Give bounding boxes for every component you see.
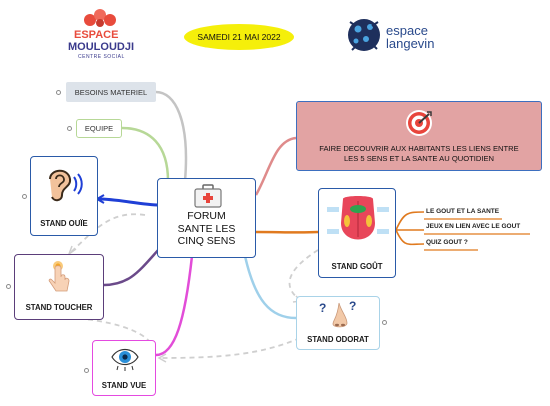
link-dashed-odorat-vue: [159, 337, 301, 359]
logo-espace-langevin: espace langevin: [344, 10, 444, 60]
eye-icon: [111, 348, 139, 371]
link-stand-oue: [97, 197, 161, 207]
flower-logo-icon: [84, 9, 116, 27]
link-gout-sub-1: [395, 211, 425, 231]
ear-icon: [49, 169, 83, 202]
gout-subtopic-2[interactable]: JEUX EN LIEN AVEC LE GOUT: [426, 223, 521, 230]
date-badge: SAMEDI 21 MAI 2022: [184, 24, 294, 50]
besoins-materiel-label: BESOINS MATERIEL: [74, 87, 148, 97]
link-stand-vue: [155, 255, 194, 357]
objectif-label: FAIRE DECOUVRIR AUX HABITANTS LES LIENS …: [319, 144, 519, 164]
logo-right-line2: langevin: [386, 36, 435, 51]
link-equipe: [121, 126, 170, 182]
link-stand-odorat: [243, 255, 297, 320]
gout-subtopic-1[interactable]: LE GOUT ET LA SANTE: [426, 208, 500, 215]
question-mark-icon: ?: [349, 299, 357, 313]
stand-toucher-label: STAND TOUCHER: [25, 303, 93, 312]
stand-oue-label: STAND OUÏE: [40, 219, 88, 228]
gout-subtopic-3[interactable]: QUIZ GOUT ?: [426, 239, 468, 246]
target-icon: [406, 110, 432, 136]
node-central-forum[interactable]: FORUM SANTE LES CINQ SENS: [157, 178, 256, 258]
question-mark-icon: ?: [319, 301, 327, 315]
tongue-icon: [327, 196, 389, 240]
link-dashed-toucher-vue: [69, 317, 151, 343]
node-equipe[interactable]: EQUIPE: [76, 119, 122, 138]
stand-gout-label: STAND GOÛT: [331, 262, 383, 271]
globe-people-icon: [348, 19, 380, 51]
first-aid-kit-icon: [194, 184, 222, 208]
collapse-dot[interactable]: [67, 126, 72, 131]
node-stand-odorat[interactable]: ? ? STAND ODORAT: [296, 296, 380, 350]
node-stand-toucher[interactable]: STAND TOUCHER: [14, 254, 104, 320]
collapse-dot[interactable]: [382, 320, 387, 325]
node-stand-gout[interactable]: STAND GOÛT: [318, 188, 396, 278]
node-stand-oue[interactable]: STAND OUÏE: [30, 156, 98, 236]
link-gout-sub-3: [395, 229, 425, 246]
logo-left-line1: ESPACE: [74, 29, 119, 41]
collapse-dot[interactable]: [56, 90, 61, 95]
link-objectif: [254, 136, 297, 196]
collapse-dot[interactable]: [84, 368, 89, 373]
logo-espace-mouloudji: ESPACE MOULOUDJI CENTRE SOCIAL: [66, 8, 138, 66]
collapse-dot[interactable]: [22, 194, 27, 199]
date-badge-text: SAMEDI 21 MAI 2022: [197, 32, 281, 42]
link-dashed-gout-odorat: [288, 249, 319, 301]
logo-left-line2: MOULOUDJI: [68, 41, 134, 53]
collapse-dot[interactable]: [6, 284, 11, 289]
node-objectif[interactable]: FAIRE DECOUVRIR AUX HABITANTS LES LIENS …: [296, 101, 542, 171]
hand-touch-icon: [48, 261, 70, 292]
stand-odorat-label: STAND ODORAT: [307, 335, 369, 344]
link-stand-toucher: [103, 247, 161, 287]
logo-right-line1: espace: [386, 23, 428, 38]
equipe-label: EQUIPE: [84, 124, 114, 133]
link-dashed-oue-toucher: [69, 213, 146, 254]
nose-icon: [332, 302, 348, 328]
node-besoins-materiel[interactable]: BESOINS MATERIEL: [66, 82, 156, 102]
central-title: FORUM SANTE LES CINQ SENS: [177, 210, 236, 248]
logo-left-line3: CENTRE SOCIAL: [78, 54, 125, 60]
node-stand-vue[interactable]: STAND VUE: [92, 340, 156, 396]
stand-vue-label: STAND VUE: [101, 381, 147, 390]
link-materiel: [155, 90, 188, 182]
